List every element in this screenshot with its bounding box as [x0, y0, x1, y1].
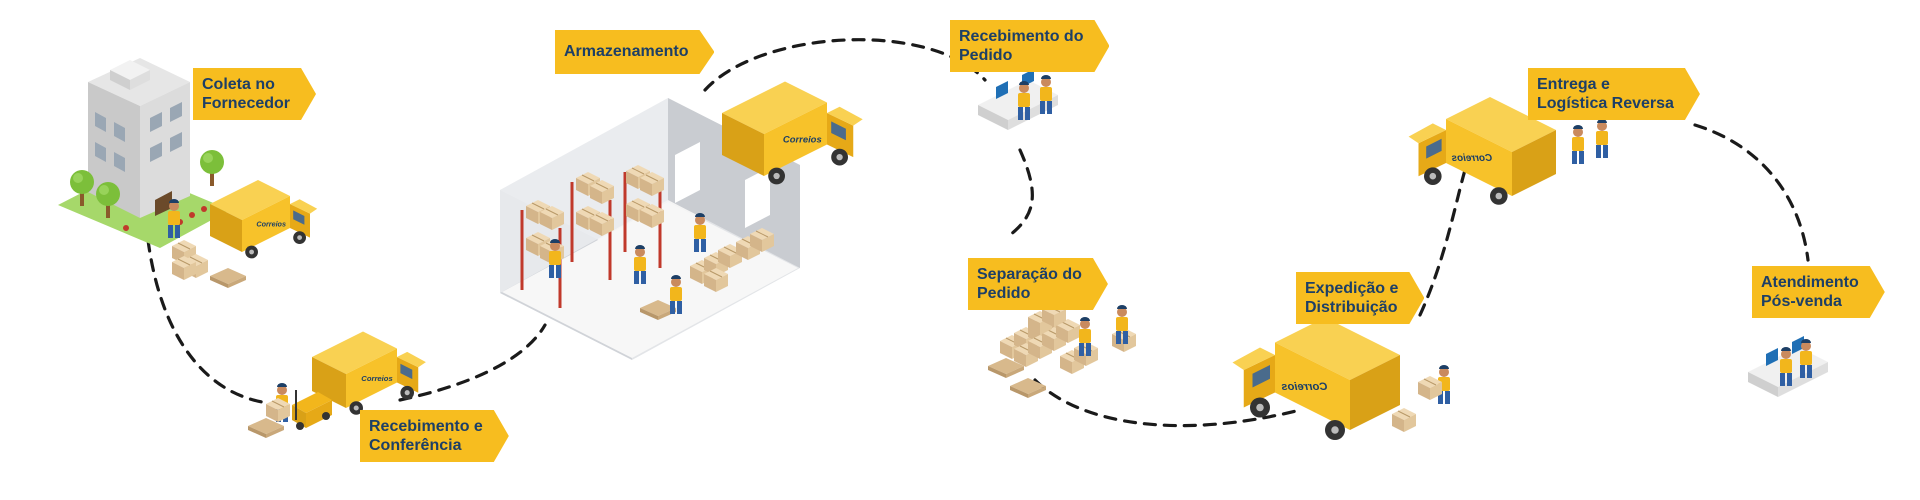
stage-tag-line: Pós-venda	[1761, 293, 1842, 310]
stage-tag-line: Armazenamento	[564, 43, 689, 60]
stage-tag-atendimento: Atendimento Pós-venda	[1752, 266, 1885, 318]
flow-path	[146, 38, 1810, 428]
warehouse	[500, 98, 800, 360]
supplier-building	[58, 58, 230, 248]
stage-tag-line: Entrega e	[1537, 76, 1610, 93]
stage-tag-entrega: Entrega e Logística Reversa	[1528, 68, 1700, 120]
stage-tag-recebimento-pedido: Recebimento do Pedido	[950, 20, 1109, 72]
dispatch-truck	[1232, 317, 1400, 440]
stage-tag-line: Logística Reversa	[1537, 95, 1674, 112]
stage-tag-line: Coleta no	[202, 76, 275, 93]
stage-tag-recebimento-conferencia: Recebimento e Conferência	[360, 410, 509, 462]
stage-tag-line: Atendimento	[1761, 274, 1859, 291]
collection-truck	[210, 180, 318, 259]
forklift	[292, 390, 332, 430]
stage-tag-line: Separação do	[977, 266, 1082, 283]
stage-tag-line: Conferência	[369, 437, 462, 454]
delivery-worker-2	[1596, 119, 1608, 158]
stage-tag-line: Fornecedor	[202, 95, 291, 112]
stage-tag-line: Expedição e	[1305, 280, 1399, 297]
stage-tag-line: Recebimento do	[959, 28, 1084, 45]
delivery-worker-1	[1572, 125, 1584, 164]
stage-tag-coleta: Coleta no Fornecedor	[193, 68, 316, 120]
stage-tag-separacao: Separação do Pedido	[968, 258, 1108, 310]
picking-boxes	[988, 302, 1137, 398]
stage-tag-armazenamento: Armazenamento	[555, 30, 714, 74]
stage-tag-line: Pedido	[959, 47, 1013, 64]
stage-tag-line: Pedido	[977, 285, 1031, 302]
stage-tag-line: Recebimento e	[369, 418, 483, 435]
stage-tag-line: Distribuição	[1305, 299, 1398, 316]
stage-tag-expedicao: Expedição e Distribuição	[1296, 272, 1424, 324]
